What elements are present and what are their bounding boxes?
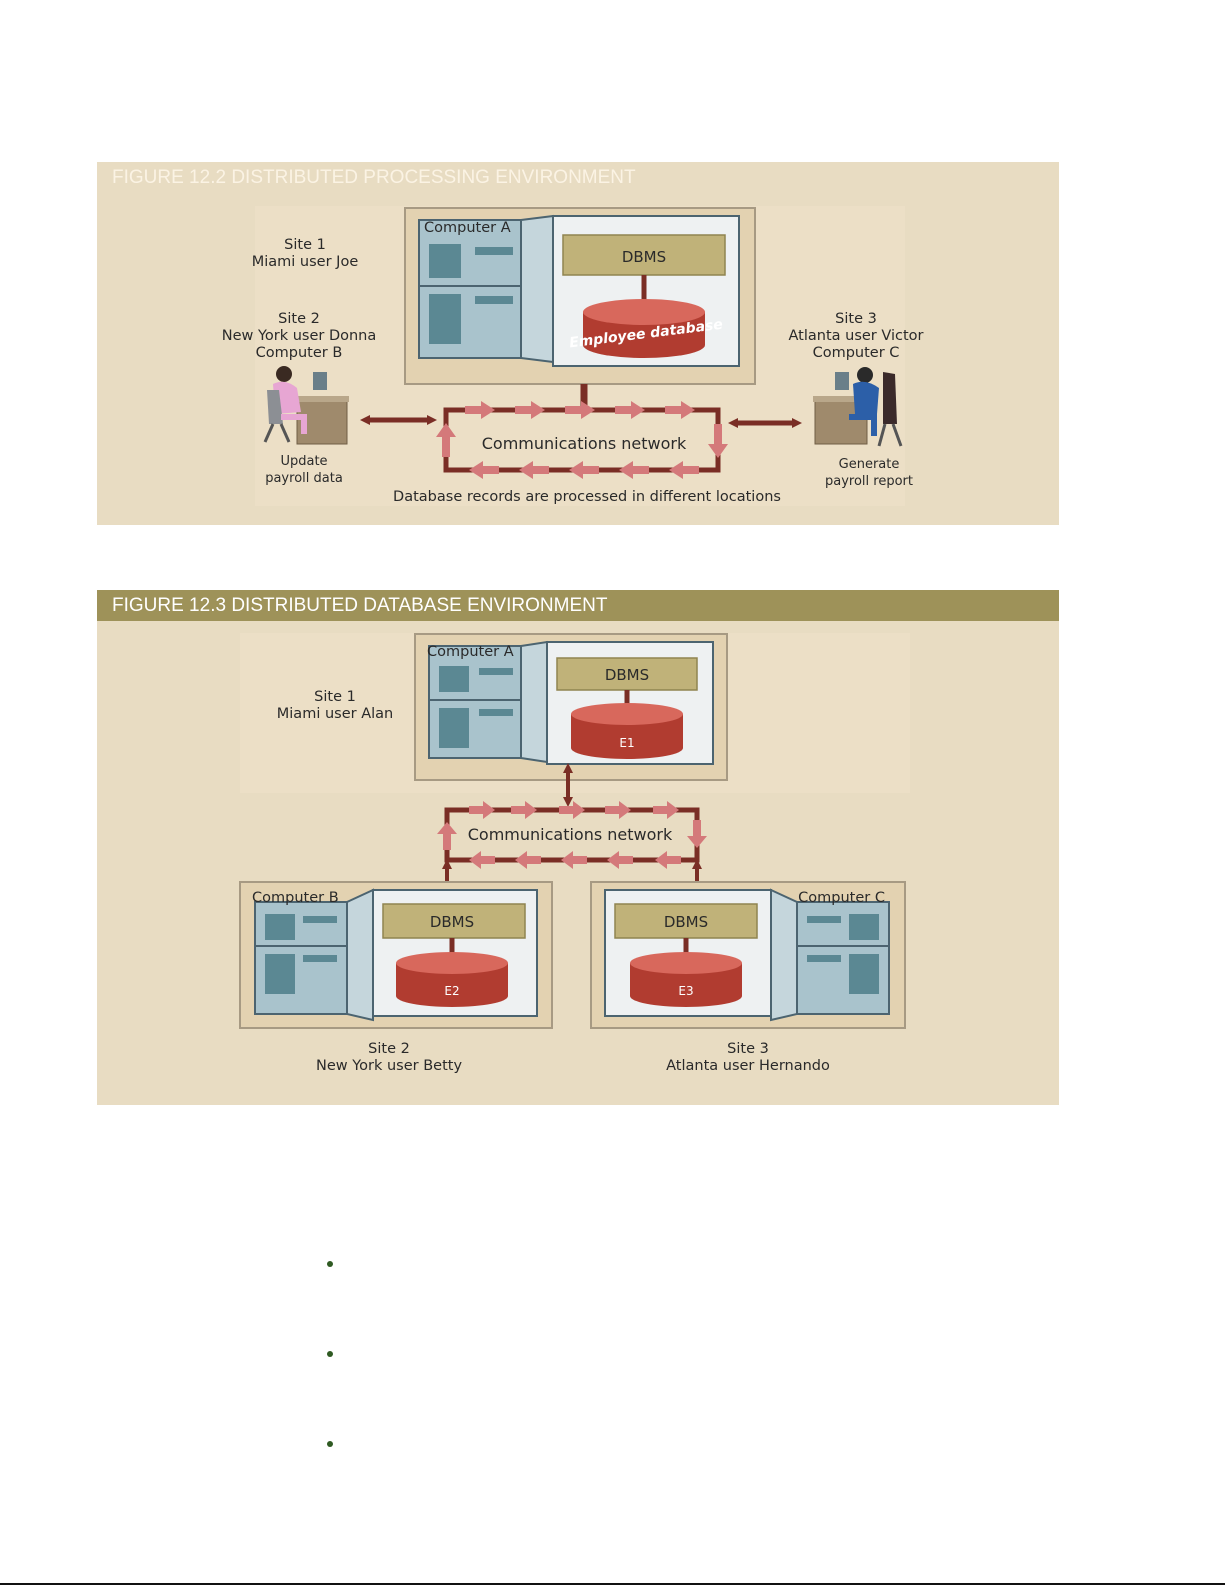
- site3-line1: Site 3: [835, 311, 877, 327]
- list-bullet: [327, 1441, 333, 1447]
- left-action-line2: payroll data: [265, 471, 343, 486]
- computer-a-unit: [414, 633, 728, 781]
- site2-line2: New York user Donna: [222, 328, 377, 344]
- dbms-box: [614, 903, 758, 939]
- figure-12-3-title: FIGURE 12.3 DISTRIBUTED DATABASE ENVIRON…: [97, 590, 1059, 621]
- computer-a-unit: [404, 207, 756, 385]
- site3-line2: Atlanta user Hernando: [666, 1058, 830, 1074]
- user-workstation-left-icon: [263, 366, 349, 445]
- dbms-box: [562, 234, 726, 276]
- list-bullet: [327, 1351, 333, 1357]
- computer-b-label: Computer B: [252, 890, 339, 906]
- site1-line2: Miami user Joe: [252, 254, 359, 270]
- communications-network-loop: [437, 801, 707, 869]
- site1-line1: Site 1: [314, 689, 356, 705]
- db-e2-label: E2: [444, 984, 459, 998]
- right-action-line2: payroll report: [825, 474, 913, 489]
- site2-line1: Site 2: [278, 311, 320, 327]
- computer-a-label: Computer A: [427, 644, 514, 660]
- computer-c-label: Computer C: [798, 890, 885, 906]
- db-e3-label: E3: [678, 984, 693, 998]
- site1-line2: Miami user Alan: [277, 706, 393, 722]
- database-icon: [583, 299, 705, 358]
- dbms-label: DBMS: [622, 248, 666, 266]
- dbms-label-a: DBMS: [605, 666, 649, 684]
- list-bullet: [327, 1261, 333, 1267]
- figure-12-3-diagram: Computer A DBMS E1 Site 1 Miami user Ala…: [239, 633, 910, 1074]
- left-action-line1: Update: [280, 454, 327, 469]
- figure-12-3-panel: FIGURE 12.3 DISTRIBUTED DATABASE ENVIRON…: [97, 590, 1059, 1105]
- computer-c-unit: [590, 881, 906, 1029]
- user-workstation-right-icon: [813, 367, 903, 447]
- computer-a-label: Computer A: [424, 220, 511, 236]
- database-e3-icon: [630, 952, 742, 1007]
- dbms-label-c: DBMS: [664, 913, 708, 931]
- network-label: Communications network: [482, 434, 687, 453]
- site3-line2: Atlanta user Victor: [789, 328, 924, 344]
- site2-line3: Computer B: [256, 345, 343, 361]
- network-label: Communications network: [468, 825, 673, 844]
- figure-12-2-panel: FIGURE 12.2 DISTRIBUTED PROCESSING ENVIR…: [97, 162, 1059, 525]
- dbms-label-b: DBMS: [430, 913, 474, 931]
- figure-12-2-title: FIGURE 12.2 DISTRIBUTED PROCESSING ENVIR…: [112, 167, 636, 188]
- page-bottom-rule: [0, 1583, 1225, 1585]
- database-e2-icon: [396, 952, 508, 1007]
- site2-line1: Site 2: [368, 1041, 410, 1057]
- db-e1-label: E1: [619, 736, 634, 750]
- communications-network-loop: [436, 384, 728, 479]
- site1-line1: Site 1: [284, 237, 326, 253]
- dbms-box: [382, 903, 526, 939]
- right-action-line1: Generate: [839, 457, 900, 472]
- computer-b-unit: [239, 881, 553, 1029]
- figure-12-2-caption: Database records are processed in differ…: [393, 489, 781, 505]
- site2-line2: New York user Betty: [316, 1058, 462, 1074]
- site3-line3: Computer C: [813, 345, 900, 361]
- database-e1-icon: [571, 703, 683, 759]
- site3-line1: Site 3: [727, 1041, 769, 1057]
- figure-12-2-diagram: Computer A DBMS Employee database Site 1…: [222, 206, 924, 506]
